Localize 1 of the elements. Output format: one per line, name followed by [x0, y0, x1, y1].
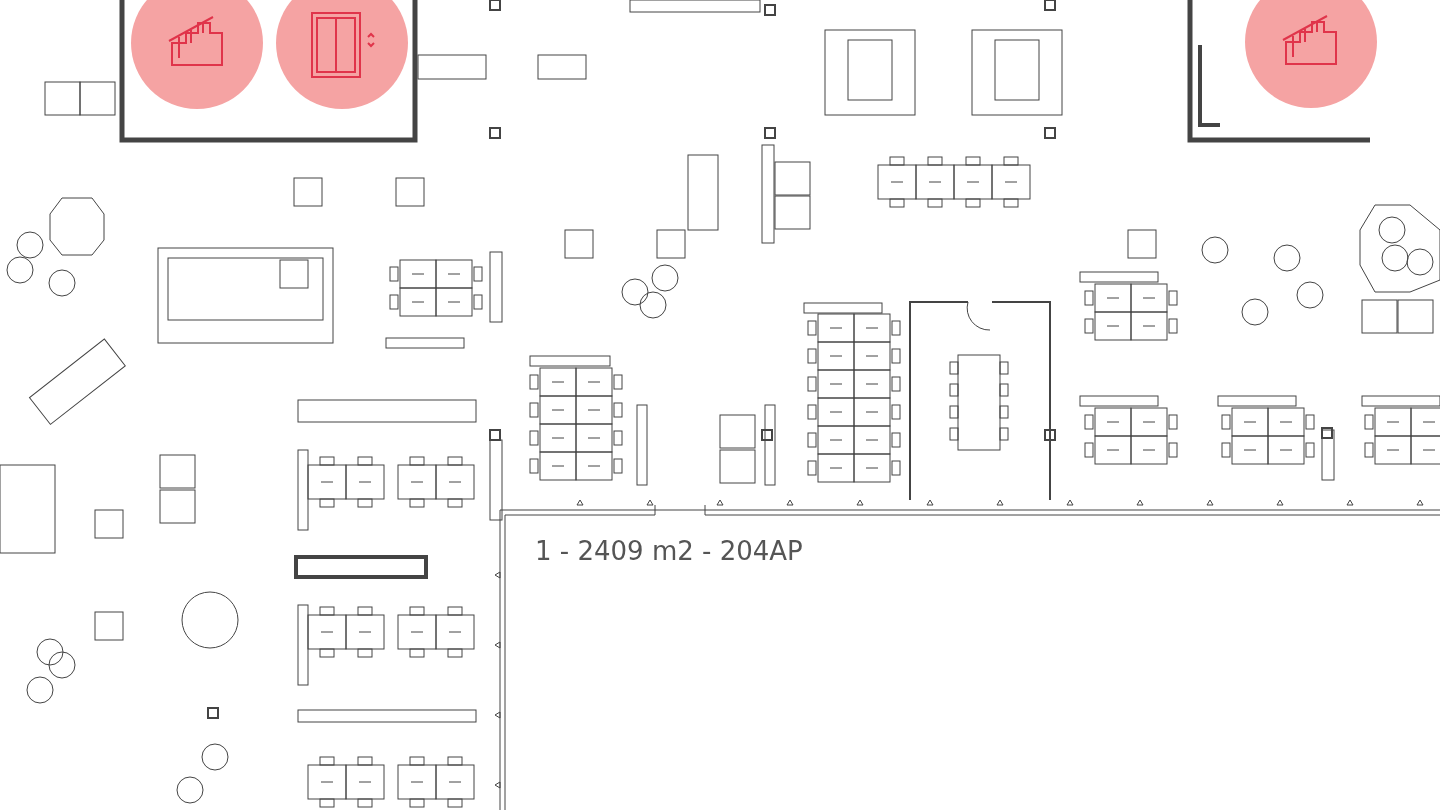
area-label: 1 - 2409 m2 - 204AP	[535, 536, 803, 566]
